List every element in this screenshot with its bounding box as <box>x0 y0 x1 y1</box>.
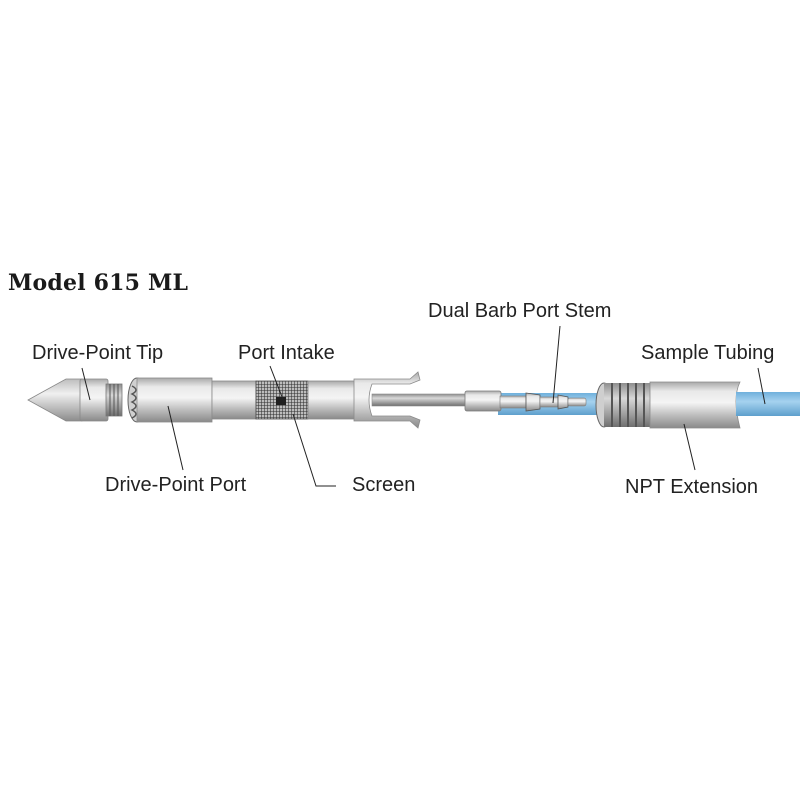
drive-point-port <box>127 377 257 423</box>
upper-body <box>307 371 421 429</box>
screen <box>255 380 309 420</box>
tip-threads-icon <box>105 383 123 417</box>
leader-dual-barb-port-stem <box>552 325 561 404</box>
leader-port-intake <box>269 365 285 403</box>
leader-screen <box>292 413 336 487</box>
connecting-rod <box>371 393 471 407</box>
leader-npt-extension <box>683 423 696 471</box>
port-intake-opening <box>276 397 286 405</box>
label-screen: Screen <box>352 474 416 496</box>
sample-tubing <box>736 392 800 416</box>
label-dual-barb-port-stem: Dual Barb Port Stem <box>428 300 612 322</box>
label-drive-point-port: Drive-Point Port <box>105 474 247 496</box>
drive-point-tip <box>27 378 123 422</box>
label-port-intake: Port Intake <box>238 342 335 364</box>
dual-barb-port-stem <box>464 390 587 412</box>
label-drive-point-tip: Drive-Point Tip <box>32 342 164 364</box>
label-npt-extension: NPT Extension <box>625 476 759 498</box>
leader-drive-point-tip <box>81 367 91 401</box>
npt-extension <box>595 381 741 429</box>
label-sample-tubing: Sample Tubing <box>641 342 775 364</box>
leader-sample-tubing <box>757 367 766 405</box>
leader-drive-point-port <box>167 405 184 471</box>
leader-lines <box>81 325 766 487</box>
diagram-title: Model 615 ML <box>8 270 189 296</box>
